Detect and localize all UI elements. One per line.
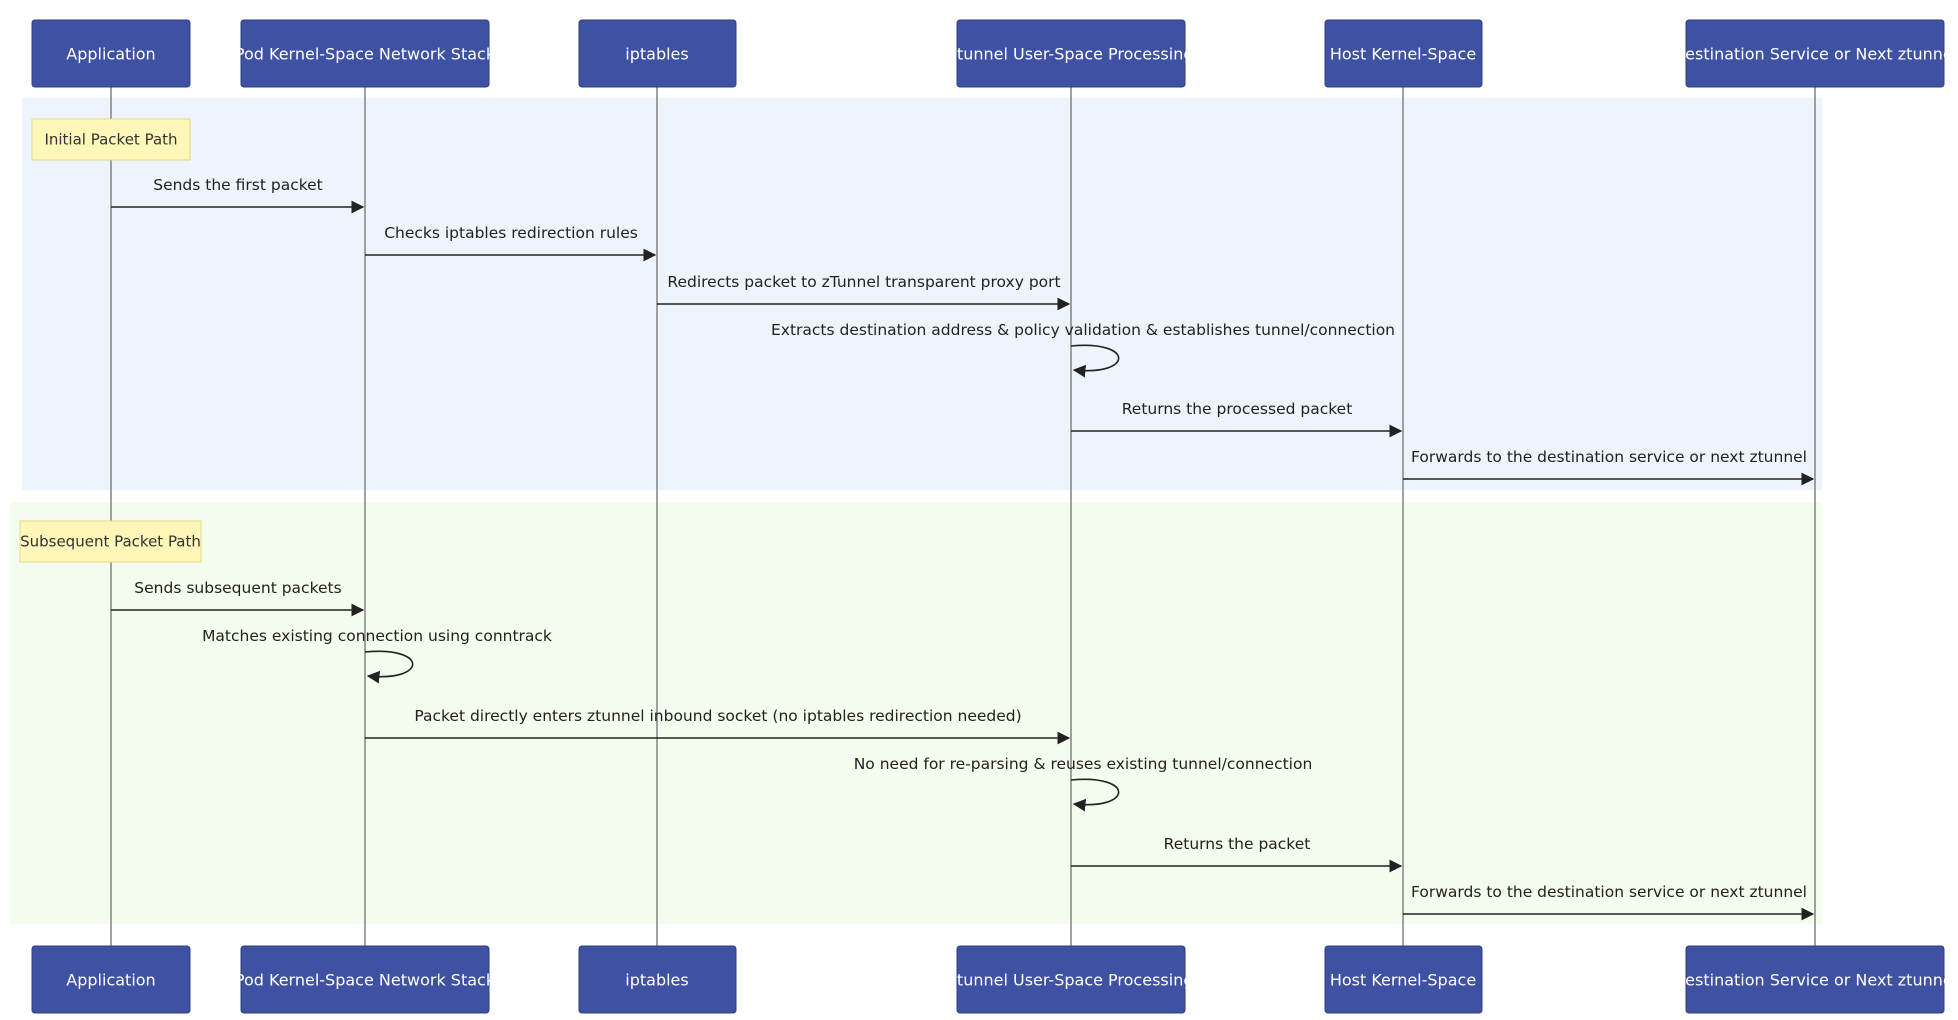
message-label: Returns the processed packet [1122,400,1353,418]
message-5: Returns the processed packet [1071,400,1403,438]
message-label: Matches existing connection using conntr… [202,627,552,645]
participant-bottom-5: Destination Service or Next ztunnel [1673,945,1957,1014]
participant-top-1: Pod Kernel-Space Network Stack [235,19,496,88]
participant-label: ztunnel User-Space Processing [949,45,1194,64]
participant-box [240,945,490,1014]
participant-box [956,19,1186,88]
participant-bottom-3: ztunnel User-Space Processing [949,945,1194,1014]
message-label: Redirects packet to zTunnel transparent … [667,273,1060,291]
message-label: Extracts destination address & policy va… [771,321,1395,339]
participant-label: Application [66,45,155,64]
participant-top-5: Destination Service or Next ztunnel [1673,19,1957,88]
participant-label: Host Kernel-Space [1330,45,1476,64]
participant-label: Host Kernel-Space [1330,971,1476,990]
message-label: No need for re-parsing & reuses existing… [854,755,1313,773]
message-8: Matches existing connection using conntr… [202,627,552,684]
participant-box [1685,945,1945,1014]
participant-box [1324,945,1483,1014]
participant-label: iptables [625,971,688,990]
message-label: Forwards to the destination service or n… [1411,448,1807,466]
participant-box [1324,19,1483,88]
initial-path-region [22,98,1822,490]
message-2: Checks iptables redirection rules [365,224,657,262]
participant-bottom-4: Host Kernel-Space [1324,945,1483,1014]
message-label: Returns the packet [1164,835,1311,853]
participant-top-4: Host Kernel-Space [1324,19,1483,88]
participant-label: Destination Service or Next ztunnel [1673,45,1957,64]
participant-label: ztunnel User-Space Processing [949,971,1194,990]
message-6: Forwards to the destination service or n… [1403,448,1815,486]
participant-box [578,19,737,88]
participant-label: iptables [625,45,688,64]
subsequent-path-region [10,502,1822,924]
message-label: Forwards to the destination service or n… [1411,883,1807,901]
participant-bottom-0: Application [31,945,191,1014]
participant-top-3: ztunnel User-Space Processing [949,19,1194,88]
message-12: Forwards to the destination service or n… [1403,883,1815,921]
participant-bottom-2: iptables [578,945,737,1014]
message-4: Extracts destination address & policy va… [771,321,1395,378]
note-subsequent: Subsequent Packet Path [19,520,202,563]
participant-label: Pod Kernel-Space Network Stack [235,45,496,64]
note-label: Initial Packet Path [44,131,177,149]
message-10: No need for re-parsing & reuses existing… [854,755,1313,812]
participant-box [31,19,191,88]
self-message-arrow [1070,778,1120,812]
message-9: Packet directly enters ztunnel inbound s… [365,707,1071,745]
participant-box [1685,19,1945,88]
message-label: Packet directly enters ztunnel inbound s… [414,707,1021,725]
participant-label: Application [66,971,155,990]
participant-box [240,19,490,88]
message-7: Sends subsequent packets [111,579,365,617]
self-message-arrow [364,650,414,684]
note-initial: Initial Packet Path [31,118,191,161]
participant-top-2: iptables [578,19,737,88]
participant-box [956,945,1186,1014]
participant-top-0: Application [31,19,191,88]
participant-label: Pod Kernel-Space Network Stack [235,971,496,990]
participant-label: Destination Service or Next ztunnel [1673,971,1957,990]
note-box [19,520,202,563]
message-1: Sends the first packet [111,176,365,214]
participant-box [31,945,191,1014]
note-label: Subsequent Packet Path [20,533,201,551]
message-label: Sends subsequent packets [134,579,341,597]
participant-bottom-1: Pod Kernel-Space Network Stack [235,945,496,1014]
message-label: Sends the first packet [153,176,323,194]
message-label: Checks iptables redirection rules [384,224,638,242]
self-message-arrow [1070,344,1120,378]
participant-box [578,945,737,1014]
message-3: Redirects packet to zTunnel transparent … [657,273,1071,311]
message-11: Returns the packet [1071,835,1403,873]
note-box [31,118,191,161]
